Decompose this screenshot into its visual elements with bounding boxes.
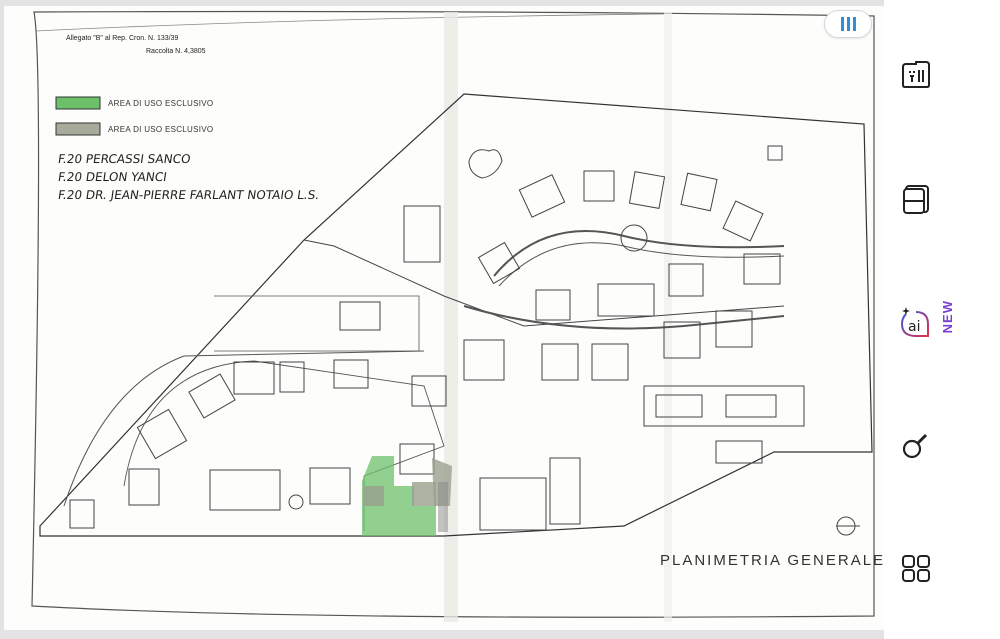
plan-title: PLANIMETRIA GENERALE [660, 552, 886, 569]
search-button[interactable] [898, 428, 934, 464]
view-mode-button[interactable] [898, 180, 934, 216]
owner-line-3: F.20 DR. JEAN-PIERRE FARLANT NOTAIO L.S. [57, 188, 321, 202]
scroll-handle[interactable] [824, 10, 872, 38]
scroll-handle-bar [846, 17, 850, 31]
search-icon [902, 433, 928, 459]
book-view-icon [903, 185, 929, 214]
folder-pages-icon [902, 61, 930, 88]
site-plan-drawing [31, 10, 875, 622]
legend-label-hatched: AREA DI USO ESCLUSIVO [108, 125, 214, 134]
svg-text:ai: ai [908, 319, 920, 335]
grid-icon [902, 555, 930, 582]
right-toolbar: ai NEW [884, 0, 1000, 639]
organize-pages-button[interactable] [898, 56, 934, 92]
owner-line-1: F.20 PERCASSI SANCO [57, 152, 192, 166]
document-viewer[interactable]: Allegato "B" al Rep. Cron. N. 133/39 Rac… [0, 0, 884, 639]
scroll-handle-icon [840, 17, 844, 31]
ai-icon: ai [900, 307, 929, 337]
header-line-1: Allegato "B" al Rep. Cron. N. 133/39 [66, 35, 179, 42]
document-page: Allegato "B" al Rep. Cron. N. 133/39 Rac… [4, 6, 884, 630]
scroll-handle-bar [852, 17, 856, 31]
all-tools-button[interactable] [898, 550, 934, 586]
new-badge: NEW [940, 300, 955, 334]
owner-line-2: F.20 DELON YANCI [57, 170, 168, 184]
legend-label-solid: AREA DI USO ESCLUSIVO [108, 99, 214, 108]
ai-assistant-button[interactable]: ai [898, 304, 934, 340]
header-line-2: Raccolta N. 4,3805 [146, 48, 206, 55]
